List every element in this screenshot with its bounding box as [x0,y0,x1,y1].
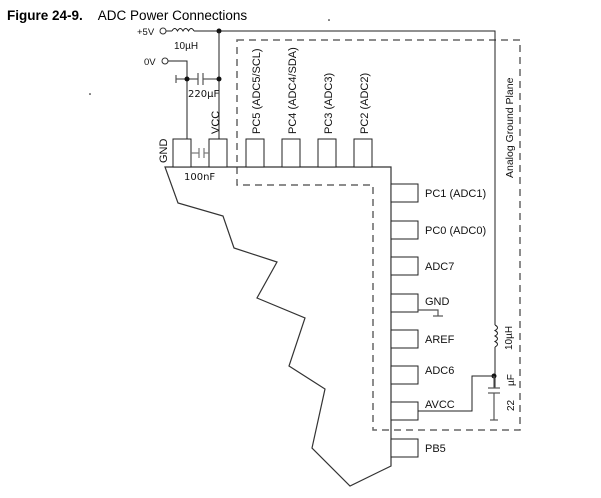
top-pin-pc4 [281,138,301,168]
figure-caption: Figure 24-9. ADC Power Connections [7,8,247,23]
side-pin-label-avcc: AVCC [425,399,455,411]
top-pin-gnd [172,138,192,168]
chip-body-outline [164,166,392,487]
side-pin-label-gnd: GND [425,296,450,308]
top-pin-vcc [208,138,228,168]
side-pin-gnd [390,293,419,313]
top-pin-label-vcc: VCC [210,111,222,134]
zero-v-terminal [161,57,169,65]
plus5v-label: +5V [137,27,155,38]
top-pin-label-pc5: PC5 (ADC5/SCL) [251,48,263,134]
plus5v-terminal [159,27,167,35]
junction-dot [184,76,190,82]
top-inductor-label: 10µH [174,41,198,52]
stray-dot [328,19,330,21]
cap-100nf-label: 100nF [184,172,215,183]
top-pin-pc3 [317,138,337,168]
top-inductor-icon [171,28,195,33]
figure-title: ADC Power Connections [97,8,248,23]
analog-inductor-label: 10µH [504,326,515,350]
side-pin-label-adc7: ADC7 [425,261,454,273]
side-pin-label-pb5: PB5 [425,443,446,455]
cap-100nf-icon [191,148,209,158]
analog-inductor-icon [493,324,498,348]
side-pin-label-adc6: ADC6 [425,365,454,377]
zero-v-label: 0V [144,57,156,68]
cap-22uf-icon [488,376,500,421]
analog-ground-plane-label: Analog Ground Plane [504,77,516,178]
side-pin-avcc [390,401,419,421]
top-pin-pc2 [353,138,373,168]
side-pin-adc7 [390,256,419,276]
junction-dot [216,76,222,82]
top-pin-label-pc2: PC2 (ADC2) [359,73,371,134]
plus5v-wire-right [194,30,496,325]
side-pin-adc6 [390,365,419,385]
side-gnd-ground-symbol [418,309,443,317]
cap-22uf-unit: µF [506,374,517,386]
stray-dot [89,93,91,95]
side-pin-aref [390,329,419,349]
side-pin-pc1 [390,183,419,203]
side-pin-pb5 [390,438,419,458]
top-pin-label-pc3: PC3 (ADC3) [323,73,335,134]
avcc-wire [418,375,494,412]
side-pin-label-aref: AREF [425,334,455,346]
side-pin-label-pc1: PC1 (ADC1) [425,188,486,200]
top-pin-pc5 [245,138,265,168]
side-pin-label-pc0: PC0 (ADC0) [425,225,486,237]
cap-220uf-label: 220µF [188,89,219,100]
top-pin-label-gnd: GND [158,139,170,164]
analog-ground-plane-outline [236,39,521,431]
side-pin-pc0 [390,220,419,240]
cap-22uf-value: 22 [506,399,517,411]
top-pin-label-pc4: PC4 (ADC4/SDA) [287,47,299,134]
cap-220uf-icon [175,73,219,85]
zero-v-wire [168,60,188,139]
figure-number: Figure 24-9. [7,8,83,23]
